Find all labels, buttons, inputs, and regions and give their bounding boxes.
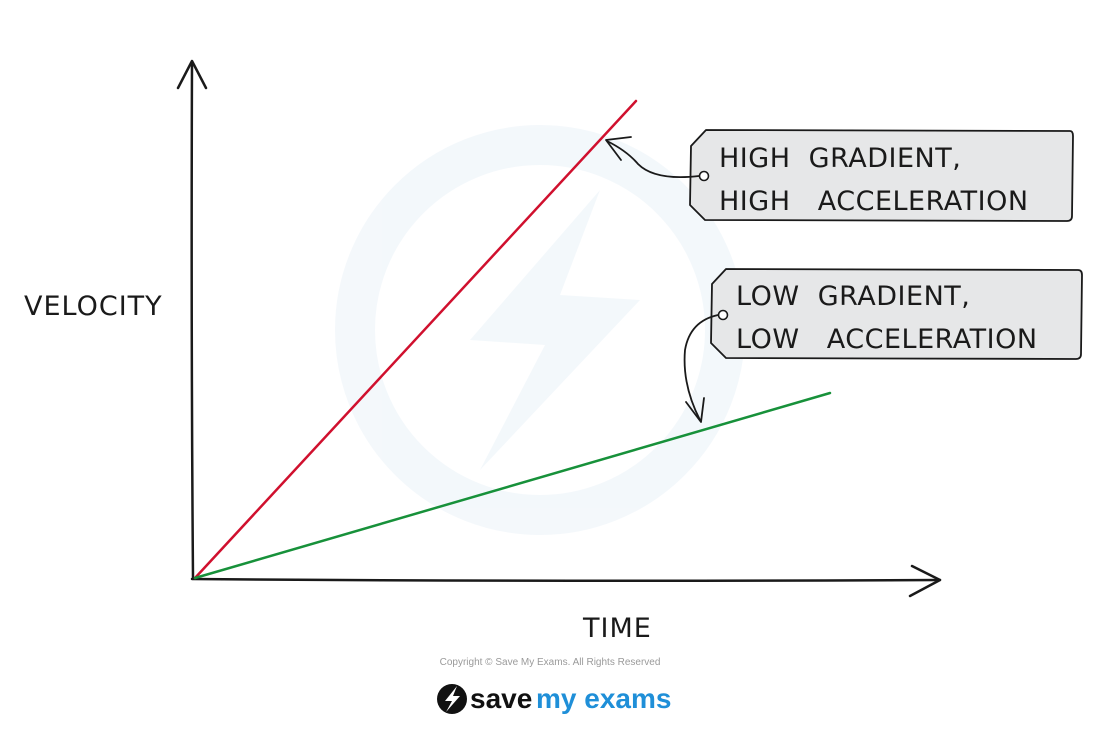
low-callout-line2: LOW ACCELERATION (736, 324, 1038, 355)
low-acceleration-line (193, 391, 832, 580)
bolt-icon (437, 684, 467, 714)
high-callout-tag (689, 129, 1074, 222)
copyright-notice: Copyright © Save My Exams. All Rights Re… (440, 657, 661, 668)
high-callout-arrow (606, 140, 700, 179)
x-axis-label: TIME (582, 613, 652, 644)
brand-wordmark-rest: my exams (536, 683, 671, 714)
high-acceleration-line (193, 99, 638, 580)
low-callout-arrow (683, 314, 719, 421)
high-callout-arrowhead (605, 136, 632, 161)
watermark-logo (335, 125, 745, 535)
low-callout-line1: LOW GRADIENT, (736, 281, 970, 312)
y-axis-label: VELOCITY (24, 291, 163, 322)
x-axis (190, 564, 942, 598)
low-tag-hole (717, 309, 729, 321)
y-axis-arrowhead (176, 59, 208, 90)
high-tag-hole (698, 170, 710, 182)
low-callout-arrowhead (685, 397, 705, 423)
x-axis-arrowhead (908, 564, 942, 598)
low-callout-tag (710, 268, 1083, 360)
high-callout-line1: HIGH GRADIENT, (719, 143, 961, 174)
high-callout-line2: HIGH ACCELERATION (719, 186, 1029, 217)
high-gradient-callout: HIGH GRADIENT, HIGH ACCELERATION (605, 129, 1074, 222)
y-axis (176, 59, 208, 580)
low-gradient-callout: LOW GRADIENT, LOW ACCELERATION (683, 268, 1083, 423)
brand-logo: save my exams (437, 683, 671, 714)
brand-wordmark-save: save (470, 683, 532, 714)
